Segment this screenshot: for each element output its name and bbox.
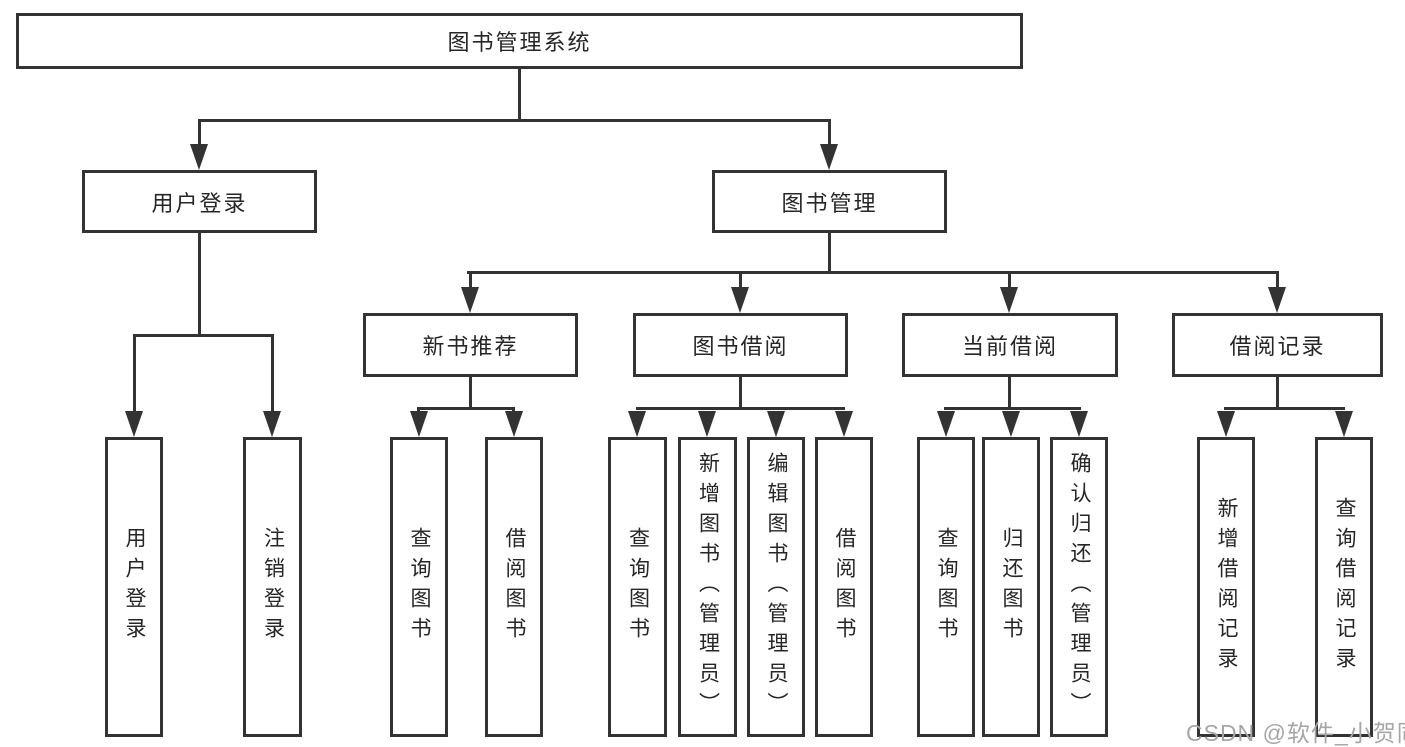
leaf-edit-books-admin: 编辑图书（管理员） xyxy=(747,437,805,737)
node-root-label: 图书管理系统 xyxy=(447,30,592,55)
leaf-query-borrow-record: 查询借阅记录 xyxy=(1315,437,1373,737)
connector xyxy=(944,407,1081,410)
connector xyxy=(198,233,201,337)
node-user-login: 用户登录 xyxy=(82,170,317,233)
connector xyxy=(198,119,201,147)
leaf-rec-borrow-books-label: 借阅图书 xyxy=(503,527,526,647)
arrow-down-icon xyxy=(1000,287,1018,313)
leaf-user-login-label: 用户登录 xyxy=(123,527,146,647)
leaf-confirm-return-admin-label: 确认归还（管理员） xyxy=(1068,452,1091,722)
leaf-borrow-query-books: 查询图书 xyxy=(608,437,667,737)
leaf-return-books-label: 归还图书 xyxy=(1000,527,1023,647)
arrow-down-icon xyxy=(190,144,208,170)
arrow-down-icon xyxy=(937,411,955,437)
connector xyxy=(198,119,831,122)
leaf-edit-books-admin-label: 编辑图书（管理员） xyxy=(765,452,788,722)
node-new-book-recommend: 新书推荐 xyxy=(363,313,578,377)
node-new-book-recommend-label: 新书推荐 xyxy=(422,334,519,359)
leaf-confirm-return-admin: 确认归还（管理员） xyxy=(1050,437,1108,737)
leaf-rec-query-books-label: 查询图书 xyxy=(408,527,431,647)
leaf-query-borrow-record-label: 查询借阅记录 xyxy=(1333,497,1356,677)
watermark: CSDN @软件_小贺同学 xyxy=(1186,720,1405,746)
leaf-add-borrow-record-label: 新增借阅记录 xyxy=(1215,497,1238,677)
connector xyxy=(1276,271,1279,291)
connector xyxy=(469,377,472,410)
leaf-user-login: 用户登录 xyxy=(105,437,163,737)
node-root: 图书管理系统 xyxy=(16,13,1023,69)
arrow-down-icon xyxy=(1002,411,1020,437)
leaf-rec-borrow-books: 借阅图书 xyxy=(485,437,543,737)
leaf-logout: 注销登录 xyxy=(243,437,302,737)
node-book-borrow-label: 图书借阅 xyxy=(692,334,789,359)
arrow-down-icon xyxy=(505,411,523,437)
arrow-down-icon xyxy=(1070,411,1088,437)
connector xyxy=(518,69,521,122)
leaf-logout-label: 注销登录 xyxy=(261,527,285,647)
arrow-down-icon xyxy=(1217,411,1235,437)
arrow-down-icon xyxy=(698,411,716,437)
arrow-down-icon xyxy=(820,144,838,170)
leaf-add-books-admin-label: 新增图书（管理员） xyxy=(696,452,720,722)
connector xyxy=(828,233,831,274)
connector xyxy=(271,334,274,414)
node-book-borrow: 图书借阅 xyxy=(633,313,848,377)
leaf-borrow-query-books-label: 查询图书 xyxy=(626,527,650,647)
arrow-down-icon xyxy=(410,411,428,437)
node-book-management-label: 图书管理 xyxy=(781,190,878,216)
leaf-add-borrow-record: 新增借阅记录 xyxy=(1197,437,1255,737)
leaf-add-books-admin: 新增图书（管理员） xyxy=(678,437,737,737)
connector xyxy=(469,271,472,291)
connector xyxy=(133,334,274,337)
node-borrow-records: 借阅记录 xyxy=(1172,313,1383,377)
node-book-management: 图书管理 xyxy=(712,170,947,233)
connector xyxy=(636,407,845,410)
connector xyxy=(467,271,1279,274)
arrow-down-icon xyxy=(125,411,143,437)
node-current-borrow-label: 当前借阅 xyxy=(961,334,1058,359)
leaf-current-query-books-label: 查询图书 xyxy=(935,527,958,647)
arrow-down-icon xyxy=(731,287,749,313)
connector xyxy=(739,271,742,291)
arrow-down-icon xyxy=(263,411,281,437)
connector xyxy=(1224,407,1345,410)
arrow-down-icon xyxy=(835,411,853,437)
leaf-rec-query-books: 查询图书 xyxy=(390,437,448,737)
connector xyxy=(417,407,515,410)
node-borrow-records-label: 借阅记录 xyxy=(1229,334,1326,359)
connector xyxy=(133,334,136,414)
connector xyxy=(1276,377,1279,410)
arrow-down-icon xyxy=(1335,411,1353,437)
connector xyxy=(739,377,742,410)
arrow-down-icon xyxy=(461,287,479,313)
arrow-down-icon xyxy=(1268,287,1286,313)
node-current-borrow: 当前借阅 xyxy=(902,313,1118,377)
connector xyxy=(1008,377,1011,410)
node-user-login-label: 用户登录 xyxy=(151,190,248,216)
arrow-down-icon xyxy=(767,411,785,437)
connector xyxy=(1008,271,1011,291)
leaf-return-books: 归还图书 xyxy=(982,437,1040,737)
connector xyxy=(828,119,831,147)
leaf-borrow-books: 借阅图书 xyxy=(815,437,873,737)
leaf-current-query-books: 查询图书 xyxy=(917,437,975,737)
leaf-borrow-books-label: 借阅图书 xyxy=(833,527,856,647)
arrow-down-icon xyxy=(628,411,646,437)
